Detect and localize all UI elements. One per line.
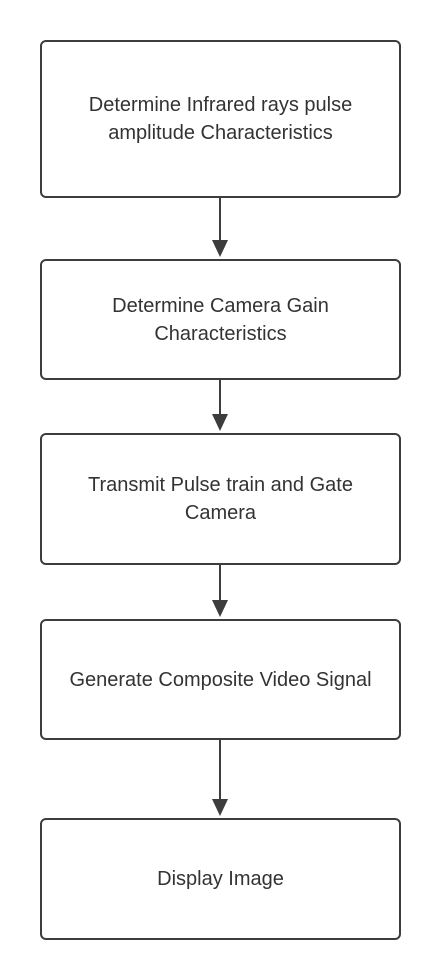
process-step-label: Determine Infrared rays pulse amplitude … <box>88 94 353 144</box>
arrowhead-icon <box>212 799 228 816</box>
process-step-label: Generate Composite Video Signal <box>69 668 372 691</box>
process-step-transmit-pulse-train: Transmit Pulse train and Gate Camera <box>40 433 401 565</box>
process-step-generate-video-signal: Generate Composite Video Signal <box>40 619 401 740</box>
process-step-label: Determine Camera Gain Characteristics <box>112 294 329 345</box>
arrowhead-icon <box>212 600 228 617</box>
process-step-determine-pulse-amplitude: Determine Infrared rays pulse amplitude … <box>40 40 401 198</box>
arrowhead-icon <box>212 414 228 431</box>
arrow-n3-n4 <box>212 565 228 617</box>
arrow-n1-n2 <box>212 198 228 257</box>
process-step-display-image: Display Image <box>40 818 401 940</box>
process-step-label: Transmit Pulse train and Gate Camera <box>88 474 353 524</box>
process-step-label: Display Image <box>157 868 284 890</box>
arrowhead-icon <box>212 240 228 257</box>
arrow-n4-n5 <box>212 740 228 816</box>
arrow-n2-n3 <box>212 380 228 431</box>
process-step-determine-camera-gain: Determine Camera Gain Characteristics <box>40 259 401 380</box>
